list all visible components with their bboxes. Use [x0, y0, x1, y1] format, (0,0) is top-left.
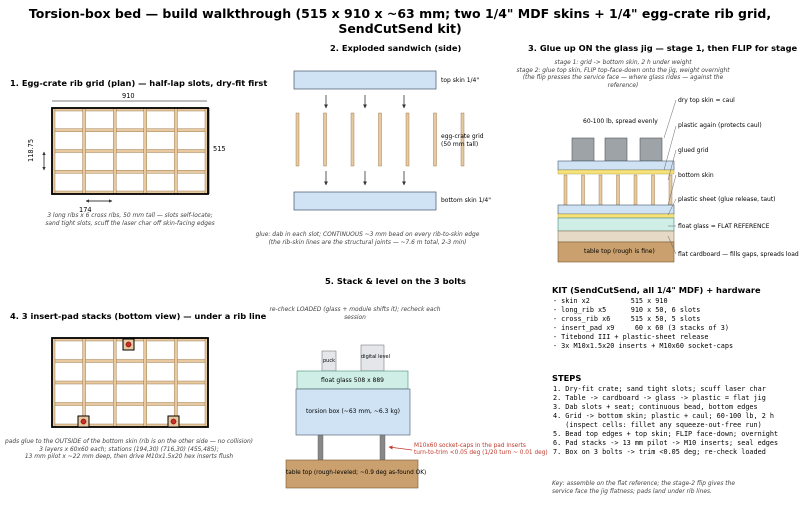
- insert-dot: [80, 418, 87, 425]
- sandwich-rib: [378, 112, 382, 167]
- table-top-jig-label: table top (rough is fine): [584, 248, 655, 255]
- cross-rib: [174, 107, 178, 195]
- label-plastic-sheet: plastic sheet (glue release, taut): [678, 196, 776, 203]
- long-rib: [51, 359, 209, 363]
- jig-stack: [557, 137, 675, 263]
- bottom-skin: [293, 191, 437, 211]
- caul-skin: [557, 160, 675, 171]
- bolt-callout-arrow: [388, 445, 413, 451]
- long-rib: [51, 128, 209, 132]
- steps-heading: STEPS: [552, 373, 582, 383]
- cross-rib: [143, 337, 148, 428]
- panel4-note: pads glue to the OUTSIDE of the bottom s…: [5, 439, 253, 461]
- panel5-heading: 5. Stack & level on the 3 bolts: [325, 276, 466, 286]
- cross-rib: [143, 107, 148, 195]
- puck-label: puck: [323, 358, 335, 364]
- insert-pads: [77, 338, 180, 428]
- insert-dot: [170, 418, 177, 425]
- kit-list: - skin x2 515 x 910- long_rib x5 910 x 5…: [553, 297, 734, 351]
- level-bolt: [379, 434, 386, 461]
- weight-block: [604, 137, 628, 162]
- grid-outline: [51, 337, 209, 428]
- plastic-sheet: [557, 213, 675, 219]
- jig-rib: [563, 174, 568, 206]
- level-label: digital level: [361, 354, 391, 360]
- weight-block: [639, 137, 663, 162]
- cardboard-layer: [557, 230, 675, 243]
- kit-heading: KIT (SendCutSend, all 1/4" MDF) + hardwa…: [552, 285, 761, 295]
- sandwich-ribs: [295, 112, 465, 167]
- panel4-heading: 4. 3 insert-pad stacks (bottom view) — u…: [10, 311, 267, 321]
- steps-list: 1. Dry-fit crate; sand tight slots; scuf…: [553, 385, 779, 457]
- panel2-heading: 2. Exploded sandwich (side): [330, 43, 462, 53]
- jig-leader-lines: [663, 99, 677, 255]
- top-skin: [293, 70, 437, 90]
- panel3-note: stage 1: grid -> bottom skin, 2 h under …: [516, 60, 730, 90]
- label-bottom-skin: bottom skin: [678, 172, 714, 179]
- sandwich-rib: [433, 112, 437, 167]
- cross-rib: [82, 107, 86, 195]
- jig-rib: [633, 174, 638, 206]
- rib-grid-bottom: [51, 337, 209, 428]
- float-glass-label: float glass 508 x 889: [321, 377, 384, 384]
- jig-rib: [598, 174, 603, 206]
- weight-label: 60-100 lb, spread evenly: [583, 118, 658, 125]
- page-title: Torsion-box bed — build walkthrough (515…: [28, 6, 772, 36]
- dim-height-label: 515: [213, 145, 226, 153]
- long-rib: [51, 380, 209, 385]
- bottom-skin-label: bottom skin 1/4": [441, 197, 492, 204]
- jig-rib: [616, 174, 620, 206]
- torsion-box-label: torsion box (~63 mm, ~6.3 kg): [306, 408, 400, 415]
- glued-grid: [563, 174, 673, 206]
- label-float-glass: float glass = FLAT REFERENCE: [678, 223, 770, 230]
- sandwich-rib: [405, 112, 410, 167]
- dim-col-label: 174: [79, 206, 92, 214]
- table-top-label: table top (rough-leveled; ~0.9 deg as-fo…: [286, 470, 427, 476]
- label-plastic-again: plastic again (protects caul): [678, 122, 762, 129]
- bolt-callout: M10x60 socket-caps in the pad inserts tu…: [414, 443, 548, 457]
- long-rib: [51, 149, 209, 153]
- label-caul: dry top skin = caul: [678, 97, 735, 104]
- float-glass-jig: [557, 217, 675, 232]
- cross-rib: [112, 337, 117, 428]
- plastic-layer-top: [557, 169, 675, 175]
- sandwich-arrows-bottom: [324, 171, 406, 186]
- torsion-box: [295, 388, 411, 436]
- cross-rib: [82, 337, 86, 428]
- level-bolt: [317, 434, 324, 461]
- sandwich-rib: [295, 112, 300, 167]
- weight-block: [571, 137, 595, 162]
- grid-outline: [51, 107, 209, 195]
- key-note: Key: assemble on the flat reference; the…: [552, 481, 735, 495]
- jig-rib: [581, 174, 585, 206]
- long-rib: [51, 402, 209, 406]
- top-skin-label: top skin 1/4": [441, 77, 480, 84]
- table-top: [285, 459, 419, 489]
- rib-grid-plan: [51, 107, 209, 195]
- panel2-note: glue: dab in each slot; CONTINUOUS ~3 mm…: [255, 232, 480, 246]
- dim-width-label: 910: [122, 92, 135, 100]
- cross-rib: [174, 337, 178, 428]
- insert-dot: [125, 341, 132, 348]
- sandwich-rib: [350, 112, 355, 167]
- panel1-note: 3 long ribs x 6 cross ribs, 50 mm tall —…: [45, 213, 215, 227]
- sandwich-rib: [460, 112, 465, 167]
- cross-rib: [112, 107, 117, 195]
- sandwich-rib: [323, 112, 327, 167]
- bottom-skin-jig: [557, 204, 675, 215]
- panel3-heading: 3. Glue up ON the glass jig — stage 1, t…: [528, 43, 800, 53]
- long-rib: [51, 170, 209, 174]
- label-cardboard: flat cardboard — fills gaps, spreads loa…: [678, 251, 799, 258]
- jig-rib: [651, 174, 655, 206]
- panel1-heading: 1. Egg-crate rib grid (plan) — half-lap …: [10, 78, 268, 88]
- label-glued-grid: glued grid: [678, 147, 709, 154]
- sandwich-arrows-top: [324, 95, 406, 109]
- table-top-jig: [557, 241, 675, 263]
- grid-label: egg-crate grid (50 mm tall): [441, 133, 484, 148]
- panel5-note: re-check LOADED (glass + module shifts i…: [269, 307, 441, 321]
